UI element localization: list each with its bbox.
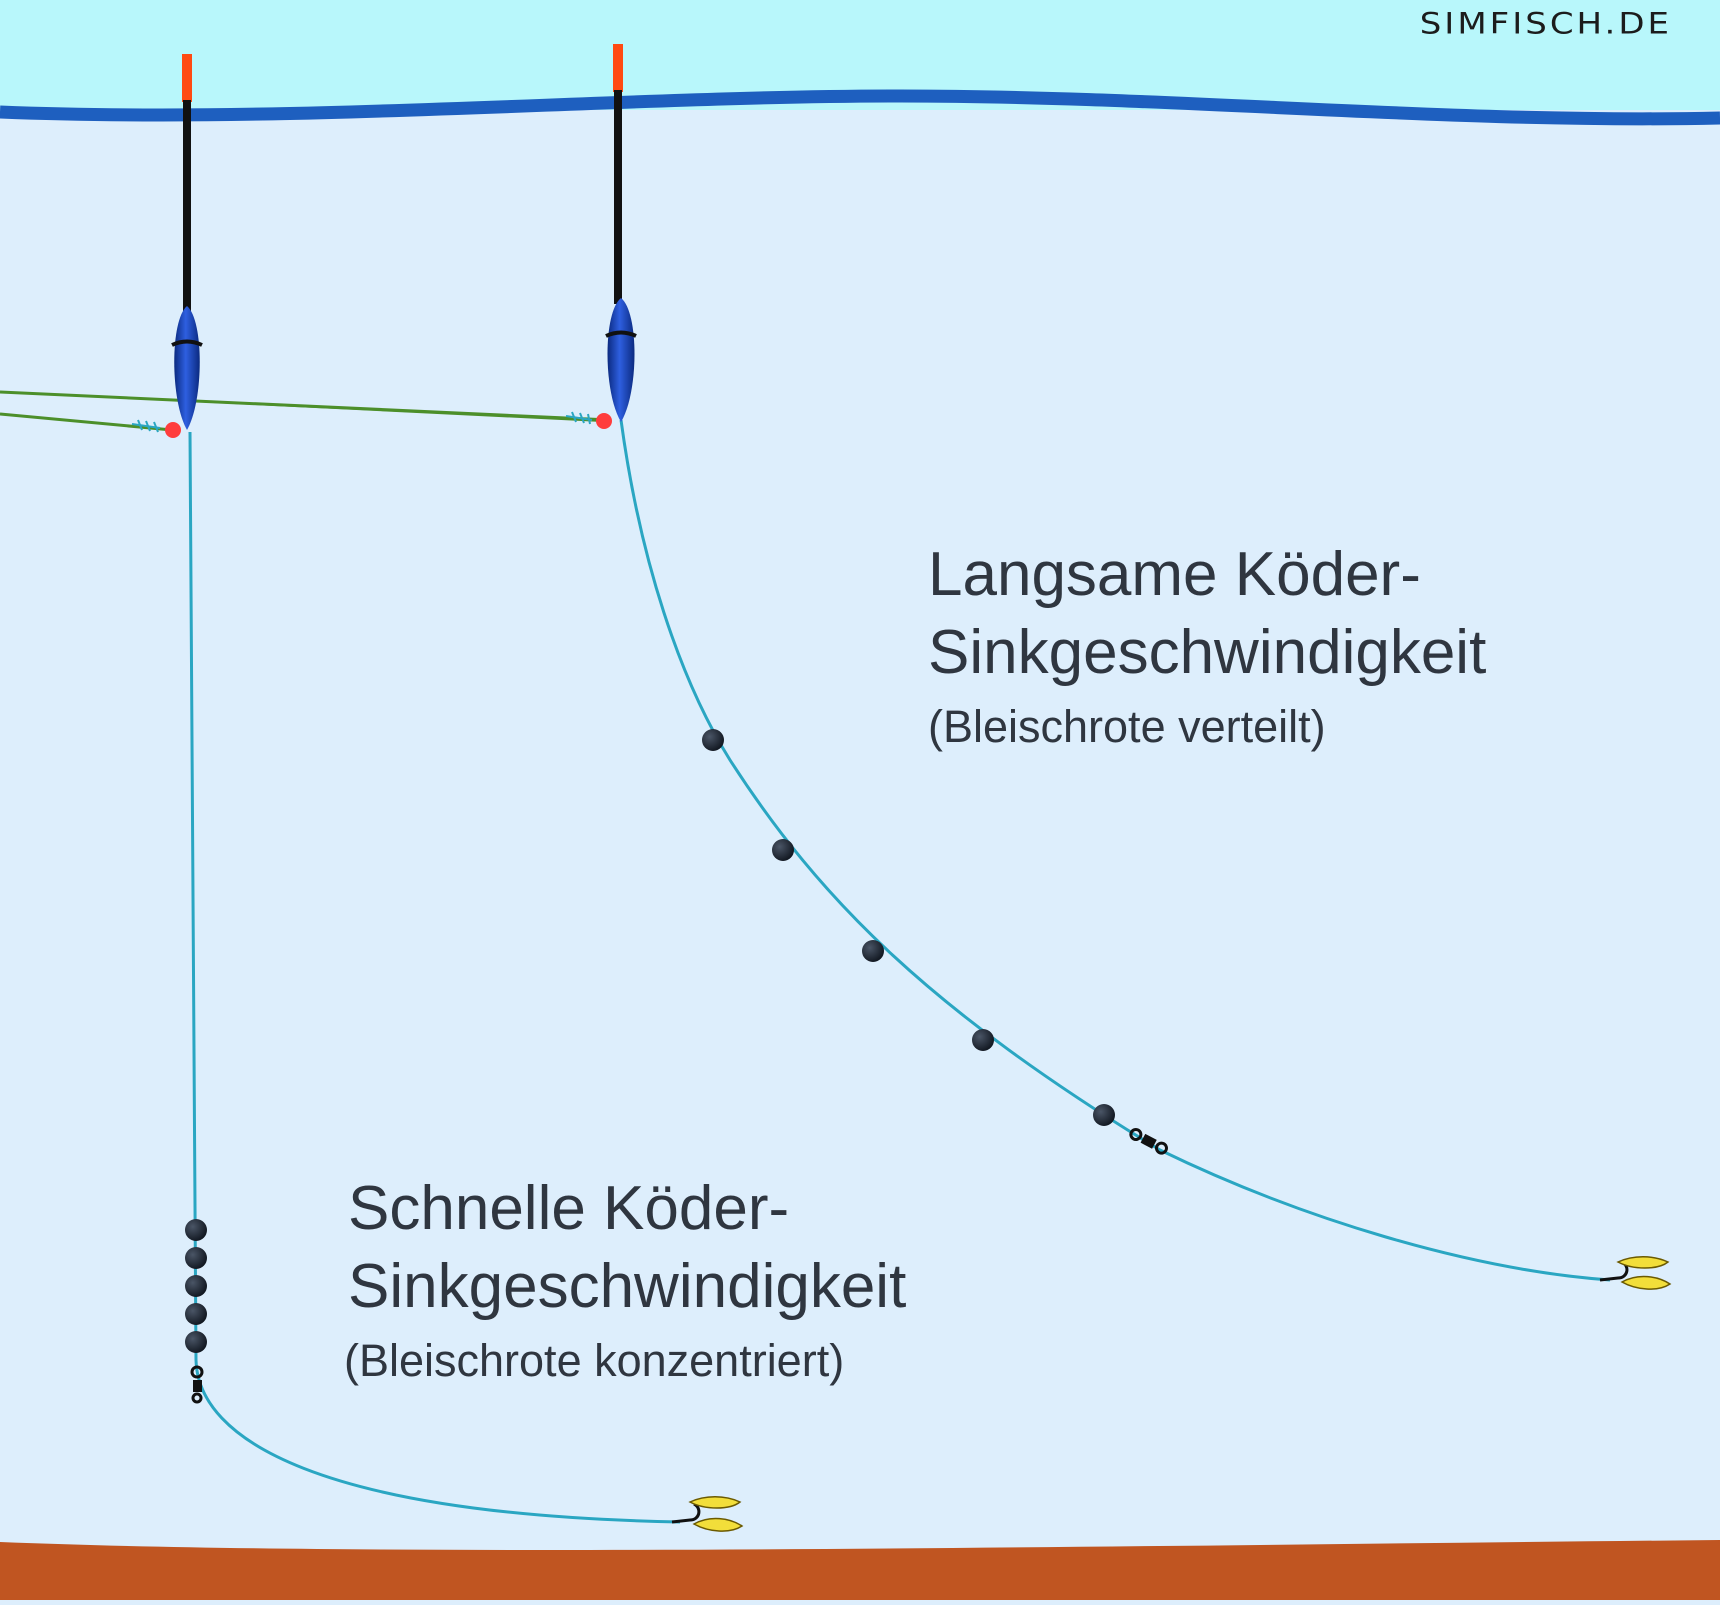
float-tip [613, 44, 623, 92]
swivel-barrel [1140, 1133, 1157, 1149]
main-line-to-float-2 [171, 399, 603, 422]
float-band [605, 330, 637, 338]
swivel-ring [190, 1365, 204, 1379]
water-surface-line [0, 89, 1720, 126]
slow-rig-float [605, 44, 637, 422]
float-body [174, 306, 200, 430]
slow-rig-title-line1: Langsame Köder- [928, 540, 1421, 609]
slow-rig-bait [1599, 1256, 1672, 1290]
fast-rig-title-line2: Sinkgeschwindigkeit [348, 1252, 907, 1321]
split-shot [972, 1029, 994, 1051]
split-shot [1093, 1104, 1115, 1126]
main-lines [0, 390, 611, 432]
slow-rig [565, 44, 1672, 1290]
maggot-bait-icon [688, 1496, 742, 1509]
fast-rig-title: Schnelle Köder- Sinkgeschwindigkeit [348, 1170, 906, 1326]
fast-rig-float [171, 54, 203, 430]
split-shot [185, 1219, 207, 1241]
main-line-lower [0, 412, 173, 432]
slow-rig-title-line2: Sinkgeschwindigkeit [928, 618, 1487, 687]
split-shot [185, 1331, 207, 1353]
fast-rig [131, 54, 744, 1532]
maggot-bait-icon [1616, 1256, 1670, 1269]
split-shot [772, 839, 794, 861]
swivel-ring [1154, 1141, 1168, 1155]
maggot-bait-icon [1620, 1275, 1672, 1290]
maggot-bait-icon [692, 1517, 744, 1532]
float-band [171, 339, 203, 347]
fast-rig-swivel [190, 1365, 204, 1404]
float-tip [182, 54, 192, 102]
split-shot [185, 1275, 207, 1297]
slow-rig-note: (Bleischrote verteilt) [928, 701, 1326, 752]
swivel-ring [191, 1392, 203, 1404]
slow-rig-hook-line [619, 419, 1611, 1282]
stop-bead [596, 413, 612, 429]
slow-rig-split-shots [702, 729, 1115, 1126]
fast-rig-title-line1: Schnelle Köder- [348, 1174, 790, 1243]
fast-rig-note: (Bleischrote konzentriert) [344, 1335, 845, 1386]
float-body [607, 298, 635, 422]
slow-rig-knot [565, 411, 593, 425]
hook-icon [671, 1502, 701, 1524]
slow-rig-swivel [1129, 1127, 1168, 1155]
split-shot [862, 940, 884, 962]
fast-rig-split-shots [185, 1219, 207, 1353]
site-watermark: SIMFISCH.DE [1419, 7, 1672, 41]
fast-rig-bait [671, 1496, 744, 1532]
stop-bead [165, 422, 181, 438]
float-stem [614, 90, 622, 304]
split-shot [185, 1247, 207, 1269]
swivel-ring [1129, 1127, 1143, 1141]
float-stem [183, 100, 191, 312]
fast-rig-knot [131, 419, 161, 433]
split-shot [702, 729, 724, 751]
water [0, 110, 1720, 1550]
split-shot [185, 1303, 207, 1325]
swivel-barrel [193, 1380, 202, 1392]
slow-rig-title: Langsame Köder- Sinkgeschwindigkeit [928, 536, 1486, 692]
lake-bottom [0, 1540, 1720, 1600]
